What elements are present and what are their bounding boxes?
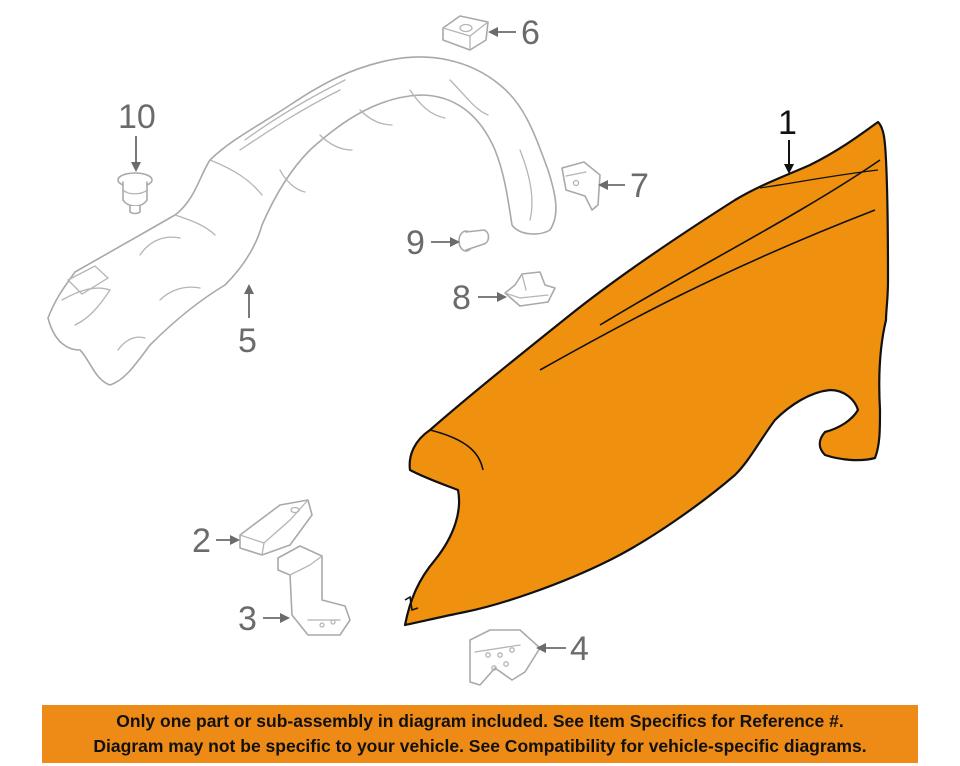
fender-part [403,120,890,627]
parts-diagram: 1 2 3 4 5 6 7 8 9 10 [47,14,890,686]
bolt-part [458,229,490,252]
callout-8: 8 [452,279,471,317]
callout-10: 10 [118,98,156,136]
callout-6: 6 [521,14,540,52]
support-part [277,545,351,636]
callout-9: 9 [406,224,425,262]
callout-4: 4 [570,630,589,668]
callout-2: 2 [192,522,211,560]
disclaimer-line-2: Diagram may not be specific to your vehi… [93,736,867,756]
disclaimer-line-1: Only one part or sub-assembly in diagram… [116,711,844,731]
fender-liner-part [47,56,557,386]
nut-part [442,15,489,51]
retainer-part [504,271,556,307]
callout-5: 5 [238,322,257,360]
bracket-part [239,499,313,556]
callout-1: 1 [778,104,797,142]
reinforcement-part [469,629,541,686]
callout-7: 7 [630,167,649,205]
disclaimer-banner: Only one part or sub-assembly in diagram… [42,705,918,763]
push-pin-part [117,172,153,215]
callout-3: 3 [238,600,257,638]
clip-part [561,161,601,211]
